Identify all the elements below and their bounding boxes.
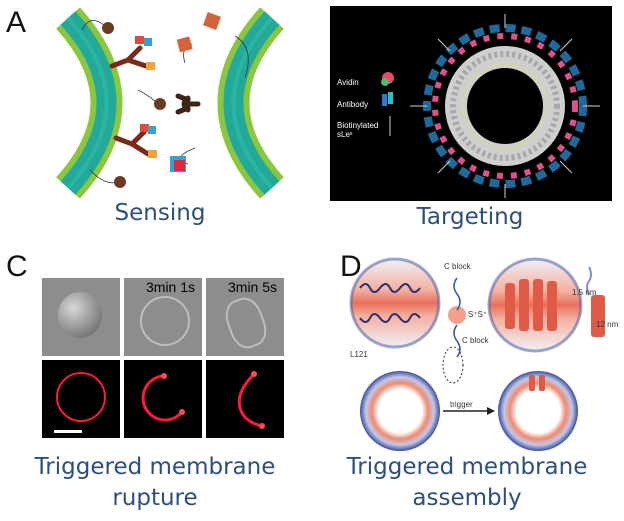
panel-d-caption: Triggered membrane assembly <box>322 452 612 514</box>
scale-label: 10 um <box>86 423 117 435</box>
time-label-2: 3min 5s <box>228 279 278 295</box>
trigger-arrow <box>443 407 495 415</box>
micro-bright-2: 3min 1s <box>124 278 202 356</box>
panel-c-caption-line2: rupture <box>112 485 198 511</box>
ss-label: S⁺S⁺ <box>468 310 488 319</box>
dim-label-2: 12 nm <box>596 320 619 329</box>
l121-label: L121 <box>350 350 368 359</box>
scale-bar <box>54 430 82 433</box>
panel-a-caption: Sensing <box>114 200 206 226</box>
panel-d-illustration <box>349 257 605 451</box>
avidin-label: Avidin <box>337 78 359 87</box>
micro-bright-1 <box>42 278 120 356</box>
panel-a-letter: A <box>6 6 27 39</box>
panel-c-caption: Triggered membrane rupture <box>10 452 300 514</box>
dim-label-1: 1.5 nm <box>572 288 597 297</box>
tethered-beads <box>81 12 249 188</box>
zoom-circle-right <box>487 257 583 353</box>
panel-b-image: Avidin Antibody Biotinylated sLeˣ <box>330 6 612 201</box>
zoom-circle-left <box>349 257 441 349</box>
biotinylated-label: Biotinylated <box>337 121 379 130</box>
receptor-right <box>175 93 201 115</box>
panel-d-letter: D <box>340 250 362 283</box>
trigger-label: trigger <box>450 400 473 409</box>
micro-fluor-2 <box>124 360 202 438</box>
micro-bright-3: 3min 5s <box>206 278 284 356</box>
slex-label: sLeˣ <box>337 130 353 139</box>
antibody-top <box>109 36 155 70</box>
vesicle-right <box>498 371 578 451</box>
cblock-label-2: C block <box>462 336 489 345</box>
panel-d-caption-line2: assembly <box>412 485 522 511</box>
micro-fluor-1 <box>42 360 120 438</box>
micro-fluor-3 <box>206 360 284 438</box>
panel-a-illustration <box>55 8 285 198</box>
central-molecule <box>442 277 466 384</box>
panel-d-caption-line1: Triggered membrane <box>346 454 588 480</box>
right-membrane <box>217 8 285 198</box>
panel-c-letter: C <box>6 250 28 283</box>
left-membrane <box>55 8 123 198</box>
cblock-label-1: C block <box>444 262 471 271</box>
antibody-bottom <box>113 124 157 158</box>
panel-b-caption: Targeting <box>416 204 524 230</box>
targeting-vesicle <box>381 14 600 198</box>
panel-c-caption-line1: Triggered membrane <box>34 454 276 480</box>
time-label-1: 3min 1s <box>146 279 196 295</box>
channel-detail <box>586 266 605 337</box>
antibody-label: Antibody <box>337 100 369 109</box>
vesicle-left <box>360 371 440 451</box>
